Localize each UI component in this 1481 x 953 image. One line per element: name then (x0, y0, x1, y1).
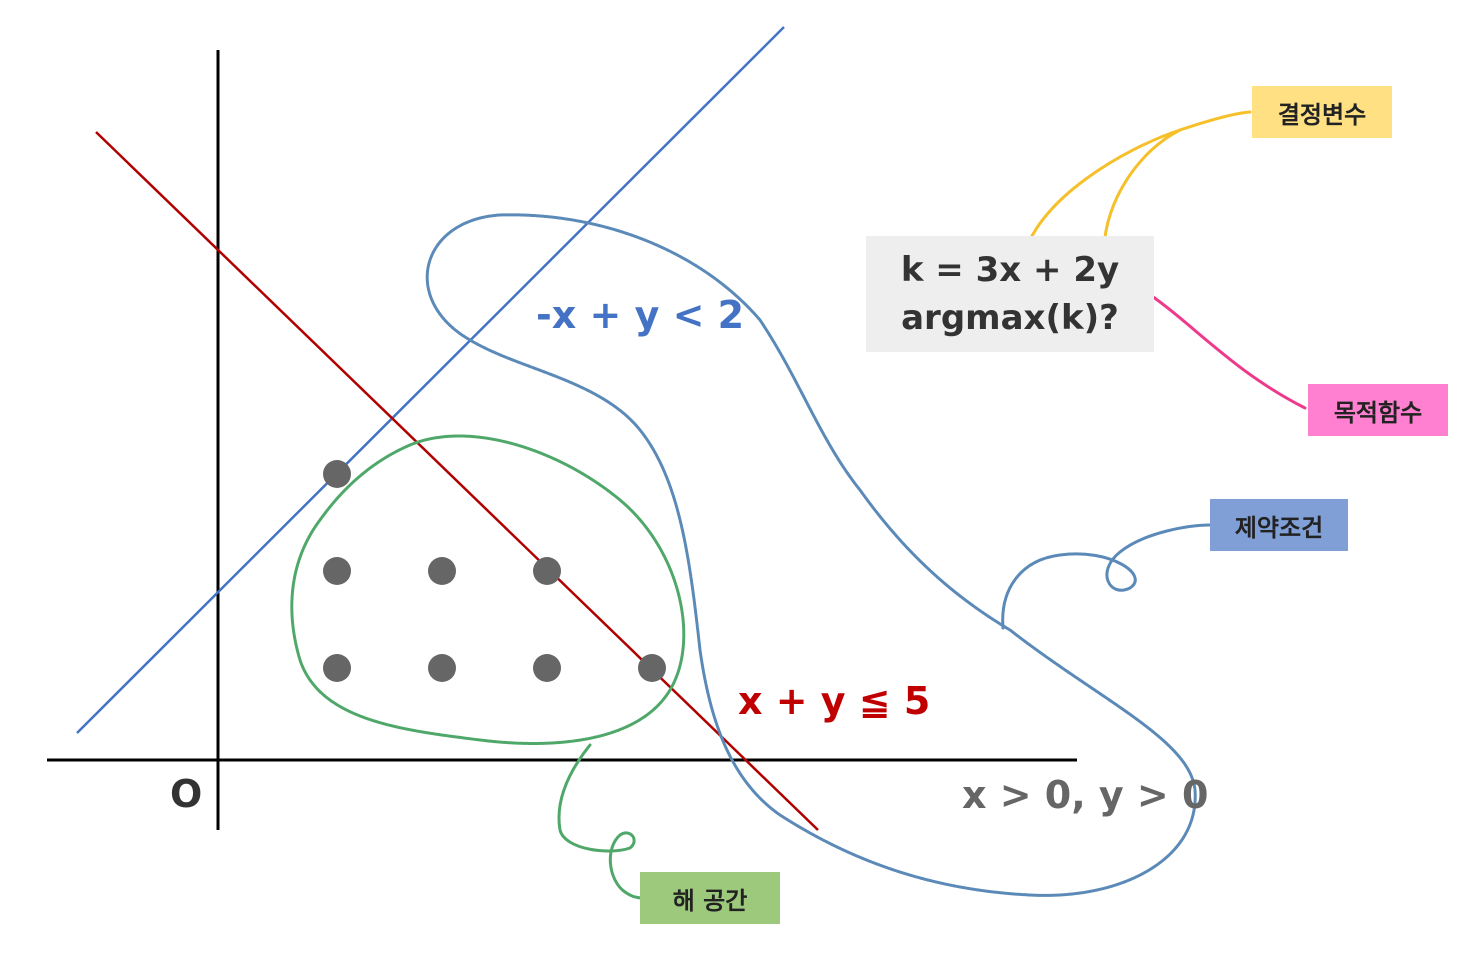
tag-constraints: 제약조건 (1210, 499, 1348, 551)
tag-objective-function: 목적함수 (1308, 384, 1448, 436)
constraint-tag-squiggle (1001, 523, 1212, 630)
origin-label: O (170, 772, 203, 816)
constraint-region-loop (425, 213, 1197, 897)
constraint-label-blue: -x + y < 2 (536, 293, 745, 337)
feasible-point (428, 654, 456, 682)
feasible-point (323, 654, 351, 682)
objective-box (866, 236, 1154, 352)
feasible-point (428, 557, 456, 585)
constraint-label-red: x + y ≦ 5 (738, 679, 931, 723)
solution-tag-squiggle (557, 743, 644, 900)
feasible-point (533, 557, 561, 585)
decision-var-leader-y (1102, 128, 1182, 252)
constraint-label-nonneg: x > 0, y > 0 (962, 773, 1209, 817)
solution-space-loop (290, 434, 686, 745)
line-x-plus-y-5 (95, 131, 819, 831)
feasible-point (533, 654, 561, 682)
tag-solution-space: 해 공간 (640, 872, 780, 924)
objective-tag-leader (1138, 286, 1307, 410)
tag-decision-variables: 결정변수 (1252, 86, 1392, 138)
feasible-point (638, 654, 666, 682)
feasible-point (323, 557, 351, 585)
decision-var-leader-x (1023, 110, 1252, 255)
feasible-point (323, 460, 351, 488)
objective-argmax: argmax(k)? (901, 298, 1119, 338)
feasible-points (323, 460, 666, 682)
objective-equation: k = 3x + 2y (900, 250, 1120, 290)
line-neg-x-plus-y-2 (76, 26, 785, 734)
